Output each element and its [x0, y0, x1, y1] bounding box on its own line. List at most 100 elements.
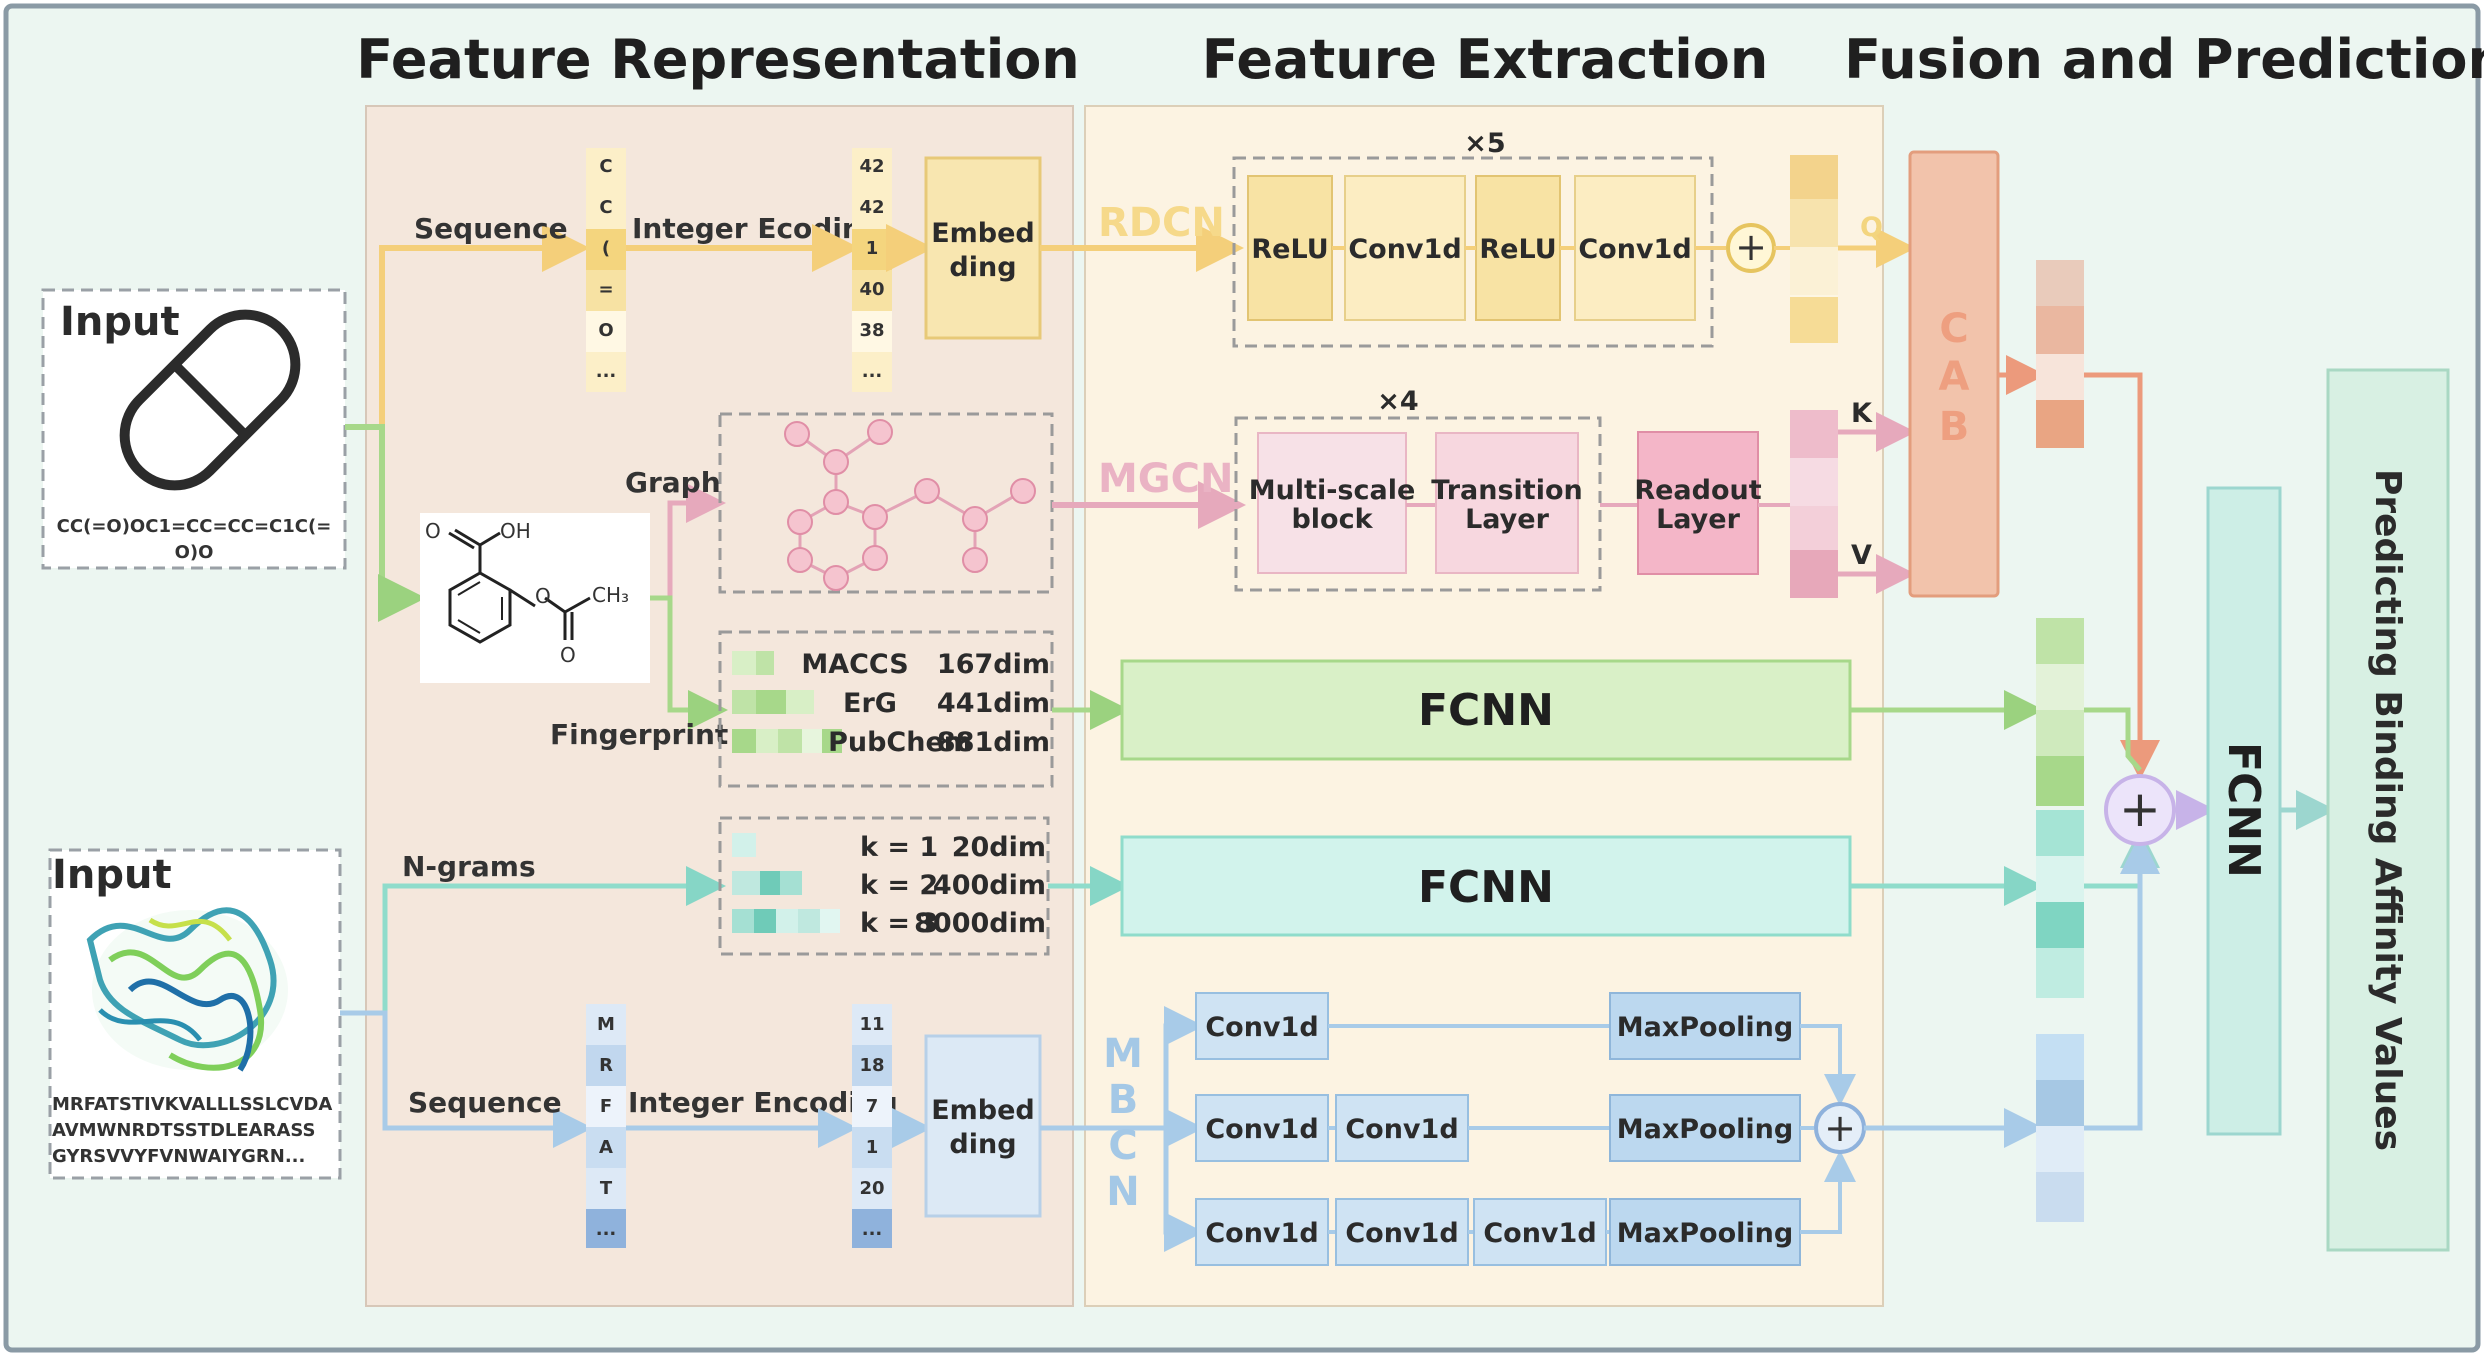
prediction-label: Predicting Binding Affinity Values [2367, 469, 2408, 1151]
ngram-box: k = 1 20dim k = 2 400dim k = 3 8000dim [718, 816, 1050, 956]
mbcn-branch-1: Conv1d MaxPooling [1195, 992, 1801, 1060]
readout-line2: Layer [1656, 504, 1741, 535]
ngram-dim1: 20dim [952, 832, 1046, 863]
protein-token-4: T [600, 1178, 613, 1199]
drug-embedding-block: Embed ding [924, 156, 1042, 340]
mbcn-b3-conv1d-a [1195, 1198, 1329, 1266]
fingerprint-feature-vector [2036, 618, 2084, 806]
protein-branch-lines [340, 866, 726, 1148]
protein-code-column: 11 18 7 1 20 ... [852, 1004, 892, 1248]
drug-branch-lines [345, 224, 590, 622]
q-vector [1790, 155, 1838, 343]
k-label: K [1851, 398, 1873, 429]
header-fusion: Fusion and Prediction [1844, 28, 2484, 91]
drug-code-2: 1 [866, 238, 879, 259]
mbcn-letter-n: N [1106, 1169, 1139, 1215]
protein-sequence-label: Sequence [408, 1086, 562, 1119]
drug-token-2: ( [602, 238, 610, 259]
molecular-graph [718, 412, 1054, 594]
fcnn-ngram: FCNN [1120, 835, 1852, 937]
mbcn-b2-conv1d-a [1195, 1094, 1329, 1162]
drug-token-0: C [599, 156, 612, 177]
drug-input-box: Input CC(=O)OC1=CC=CC=C1C(= O)O [41, 288, 347, 570]
protein-embedding-block: Embed ding [924, 1034, 1042, 1218]
transition-line1: Transition [1431, 475, 1582, 506]
mol-o-acetyl: O [560, 643, 576, 667]
mbcn-b2-maxpool [1609, 1094, 1801, 1162]
cab-letter-b: B [1939, 404, 1970, 450]
protein-seq-line2: AVMWNRDTSSTDLEARASS [52, 1120, 316, 1141]
rdcn-label: RDCN [1098, 200, 1225, 246]
mbcn-branch-lines [1163, 1006, 1204, 1252]
fingerprint-label: Fingerprint [550, 718, 728, 751]
rdcn-block-2 [1475, 175, 1561, 321]
protein-code-1: 18 [859, 1055, 884, 1076]
pill-icon [119, 309, 301, 491]
mbcn-b1-conv1d [1195, 992, 1329, 1060]
fp-dim-maccs: 167dim [937, 649, 1050, 680]
readout-layer: Readout Layer [1634, 431, 1762, 575]
fp-name-erg: ErG [843, 688, 897, 719]
protein-structure-image [86, 907, 288, 1072]
protein-seq-line1: MRFATSTIVKVALLLSSLCVDA [52, 1094, 332, 1115]
rdcn-repeat: ×5 [1464, 128, 1505, 159]
mgcn-module: ×4 Multi-scale block Transition Layer [1234, 386, 1602, 592]
drug-code-5: ... [862, 361, 883, 382]
mol-o-carbonyl: O [425, 519, 441, 543]
mbcn-letter-b: B [1108, 1077, 1139, 1123]
ngram-k3: k = 3 [860, 908, 938, 939]
rdcn-block-3 [1574, 175, 1696, 321]
header-representation: Feature Representation [356, 28, 1080, 91]
fp-name-pubchem: PubChem [828, 727, 972, 758]
mbcn-b3-conv1d-b [1335, 1198, 1469, 1266]
transition-layer [1435, 432, 1579, 574]
mbcn-b1-maxpool [1609, 992, 1801, 1060]
drug-input-label: Input [60, 299, 180, 345]
v-label: V [1851, 540, 1872, 571]
mbcn-letter-c: C [1108, 1123, 1137, 1169]
fp-dim-erg: 441dim [937, 688, 1050, 719]
mgcn-label: MGCN [1098, 456, 1233, 502]
rdcn-block-3-label: Conv1d [1578, 234, 1691, 265]
fcnn-ngram-label: FCNN [1418, 862, 1554, 913]
protein-input-box: Input MRFATSTIVKVALLLSSLCVDA AVMWNRDTSST… [48, 848, 342, 1180]
protein-token-column: M R F A T ... [586, 1004, 626, 1248]
mol-o-ester: O [535, 584, 551, 608]
drug-token-4: O [598, 320, 613, 341]
protein-token-5: ... [596, 1219, 617, 1240]
mol-oh-label: OH [500, 519, 531, 543]
mbcn-b3-conv1d-c-label: Conv1d [1483, 1218, 1596, 1249]
kv-vector [1790, 410, 1838, 598]
molecule-structure-image: O OH O CH₃ O [420, 513, 650, 683]
protein-token-3: A [599, 1137, 613, 1158]
mbcn-feature-vector [2036, 1034, 2084, 1222]
mbcn-merge-lines [1800, 1024, 1856, 1234]
readout-line1: Readout [1634, 475, 1761, 506]
drug-code-0: 42 [859, 156, 884, 177]
header-extraction: Feature Extraction [1202, 28, 1769, 91]
drug-code-4: 38 [859, 320, 884, 341]
rdcn-block-1-label: Conv1d [1348, 234, 1461, 265]
protein-embed-line1: Embed [931, 1095, 1035, 1126]
rdcn-block-0 [1247, 175, 1333, 321]
mgcn-repeat: ×4 [1377, 386, 1418, 417]
fingerprint-box: MACCS 167dim ErG 441dim PubChem 881dim [718, 630, 1054, 788]
drug-token-5: ... [596, 361, 617, 382]
drug-smiles-line2: O)O [175, 542, 214, 563]
cab-output-vector [2036, 260, 2084, 448]
protein-embed-line2: ding [949, 1129, 1016, 1160]
fcnn-fingerprint-label: FCNN [1418, 685, 1554, 736]
protein-token-1: R [599, 1055, 613, 1076]
ngram-feature-vector [2036, 810, 2084, 998]
drug-token-1: C [599, 197, 612, 218]
rdcn-block-1 [1344, 175, 1466, 321]
cab-to-fusion-line [2084, 372, 2160, 780]
protein-token-2: F [600, 1096, 612, 1117]
fp-name-maccs: MACCS [801, 649, 908, 680]
mbcn-branch-3: Conv1d Conv1d Conv1d MaxPooling [1195, 1198, 1801, 1266]
drug-code-column: 42 42 1 40 38 ... [852, 148, 892, 392]
mbcn-b2-conv1d-a-label: Conv1d [1205, 1114, 1318, 1145]
rdcn-module: ×5 ReLU Conv1d ReLU Conv1d + [1232, 128, 1776, 348]
drug-code-1: 42 [859, 197, 884, 218]
mbcn-plus-text: + [1824, 1106, 1856, 1150]
